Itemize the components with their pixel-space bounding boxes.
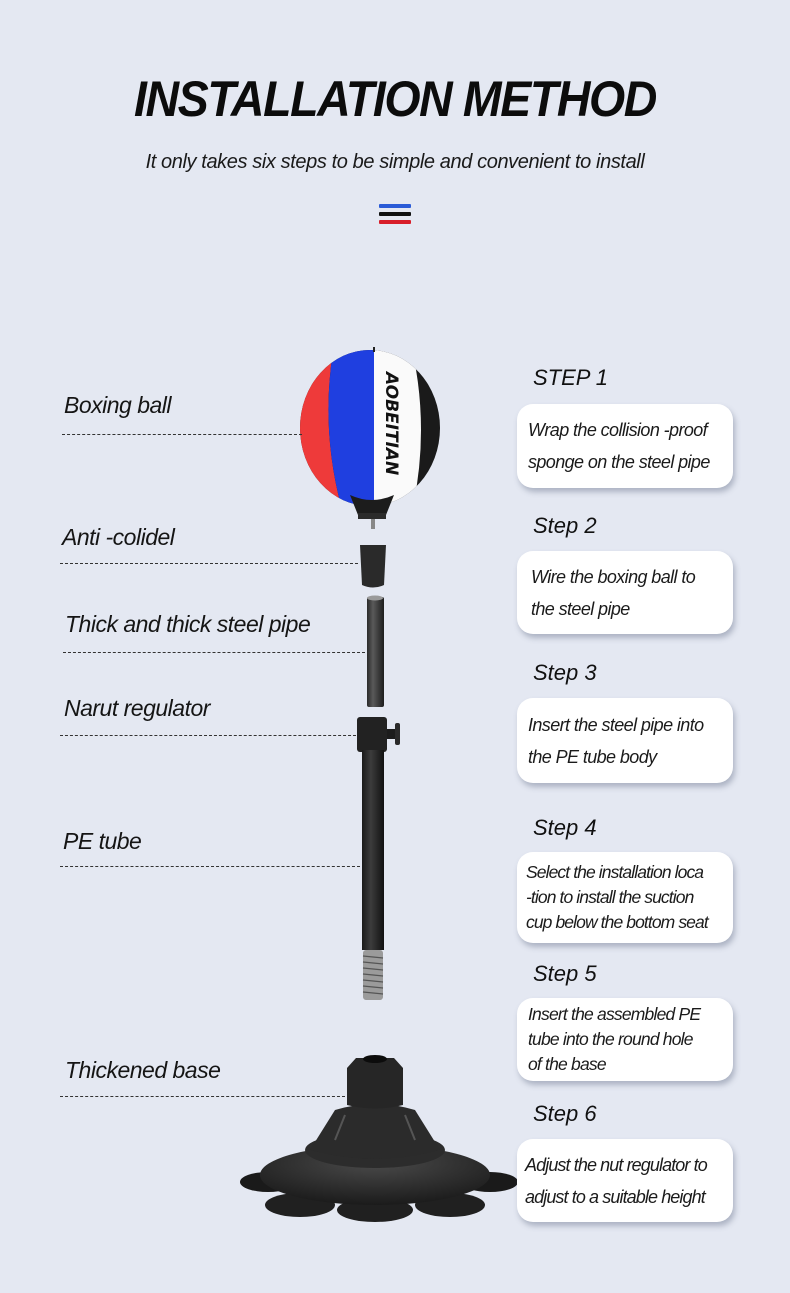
step-3-title: Step 3 (533, 660, 597, 685)
step-5-text: Insert the assembled PE tube into the ro… (528, 1004, 701, 1074)
part-label-pe-tube: PE tube (63, 828, 142, 854)
step-3-text: Insert the steel pipe into the PE tube b… (528, 714, 704, 767)
leader-line (60, 866, 360, 867)
part-label-boxing-ball: Boxing ball (64, 392, 172, 418)
leader-line (60, 563, 358, 564)
leader-line (62, 434, 302, 435)
step-2-text: Wire the boxing ball to the steel pipe (531, 566, 696, 619)
step-6-card: Adjust the nut regulator to adjust to a … (517, 1139, 733, 1222)
divider-stripe-black (379, 212, 411, 216)
page-subtitle: It only takes six steps to be simple and… (145, 151, 645, 173)
part-label-nut-regulator: Narut regulator (64, 695, 210, 721)
step-2-card: Wire the boxing ball to the steel pipe (517, 551, 733, 634)
step-1-title: STEP 1 (533, 365, 608, 390)
step-6-text: Adjust the nut regulator to adjust to a … (525, 1154, 708, 1207)
leader-line (60, 735, 356, 736)
step-1-text: Wrap the collision -proof sponge on the … (528, 420, 710, 472)
tricolor-divider-icon (379, 204, 411, 228)
svg-text:AOBEITIAN: AOBEITIAN (381, 370, 401, 475)
divider-stripe-red (379, 220, 411, 224)
step-6-title: Step 6 (533, 1101, 597, 1126)
divider-stripe-blue (379, 204, 411, 208)
step-5-card: Insert the assembled PE tube into the ro… (517, 998, 733, 1081)
part-label-anti-collision: Anti -colidel (62, 524, 175, 550)
part-label-steel-pipe: Thick and thick steel pipe (65, 611, 311, 637)
page-title: INSTALLATION METHOD (134, 71, 657, 127)
step-5-title: Step 5 (533, 961, 597, 986)
step-2-title: Step 2 (533, 513, 597, 538)
boxing-ball-icon (300, 350, 440, 506)
leader-line (60, 1096, 345, 1097)
leader-line (63, 652, 365, 653)
step-1-card: Wrap the collision -proof sponge on the … (517, 404, 733, 488)
step-4-text: Select the installation loca -tion to in… (526, 862, 709, 932)
step-4-card: Select the installation loca -tion to in… (517, 852, 733, 943)
step-4-title: Step 4 (533, 815, 597, 840)
step-3-card: Insert the steel pipe into the PE tube b… (517, 698, 733, 783)
thickened-base-icon (240, 1055, 518, 1222)
part-label-base: Thickened base (65, 1057, 221, 1083)
